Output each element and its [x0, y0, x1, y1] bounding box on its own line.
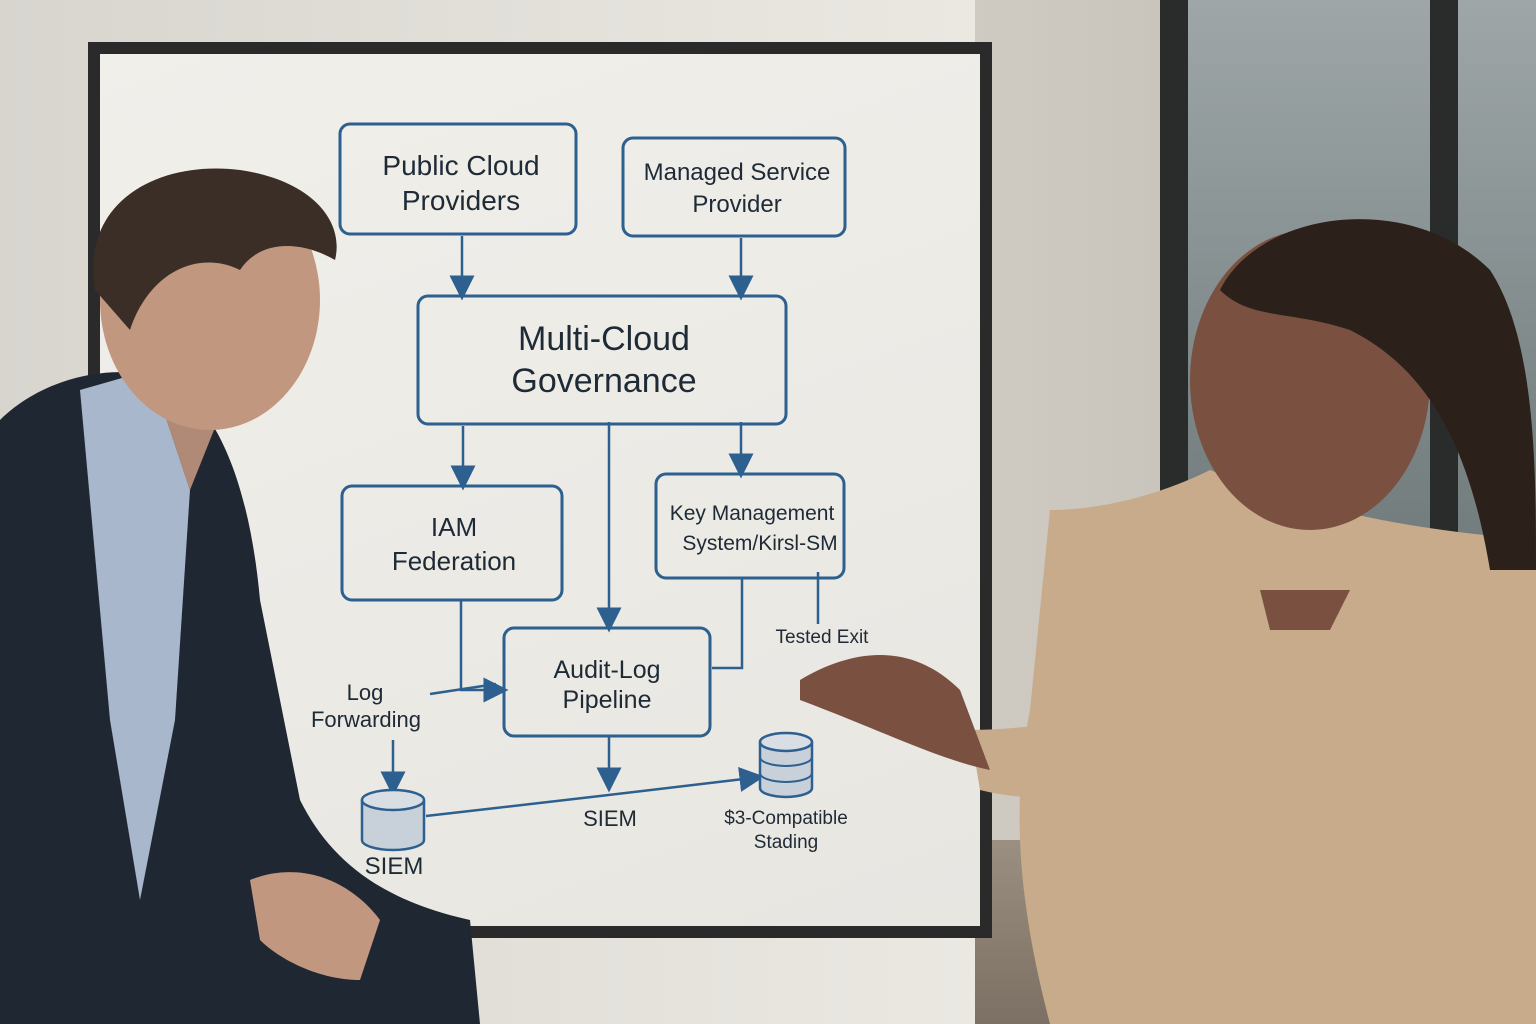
svg-text:Provider: Provider: [692, 191, 781, 218]
svg-text:Audit-Log: Audit-Log: [553, 656, 660, 684]
label-tested-exit: Tested Exit: [776, 627, 870, 648]
svg-text:IAM: IAM: [431, 512, 477, 542]
svg-text:Public Cloud: Public Cloud: [382, 150, 539, 181]
edge-kms-to-audit: [712, 578, 744, 670]
label-siem: SIEM: [365, 853, 424, 880]
svg-text:Pipeline: Pipeline: [563, 686, 652, 714]
label-storage: $3-Compatible: [724, 808, 848, 829]
node-managed-service-provider: Managed Service Provider: [621, 136, 847, 238]
label-log-forwarding: Log: [347, 680, 384, 705]
svg-text:Providers: Providers: [402, 185, 520, 216]
siem-database-icon: [360, 788, 426, 852]
node-public-cloud: Public Cloud Providers: [338, 122, 578, 236]
edge-siem-to-storage: [425, 767, 765, 818]
label-log-forwarding: Forwarding: [311, 707, 421, 732]
node-multi-cloud-governance: Multi-Cloud Governance: [416, 294, 788, 426]
svg-text:Managed Service: Managed Service: [644, 159, 831, 186]
woman-figure: [800, 219, 1536, 1024]
label-siem: SIEM: [583, 806, 637, 831]
svg-text:Governance: Governance: [511, 362, 696, 400]
node-key-management: Key Management System/Kirsl-SM: [654, 472, 846, 580]
storage-database-icon: [758, 731, 814, 799]
man-figure: [0, 168, 480, 1024]
svg-text:Federation: Federation: [392, 546, 516, 576]
edge-forwarding-to-audit: [429, 682, 497, 696]
label-storage: Stading: [754, 832, 818, 853]
node-audit-log-pipeline: Audit-Log Pipeline: [502, 626, 712, 738]
svg-text:Key Management: Key Management: [670, 502, 835, 525]
svg-text:System/Kirsl-SM: System/Kirsl-SM: [682, 532, 837, 555]
svg-text:Multi-Cloud: Multi-Cloud: [518, 320, 690, 358]
